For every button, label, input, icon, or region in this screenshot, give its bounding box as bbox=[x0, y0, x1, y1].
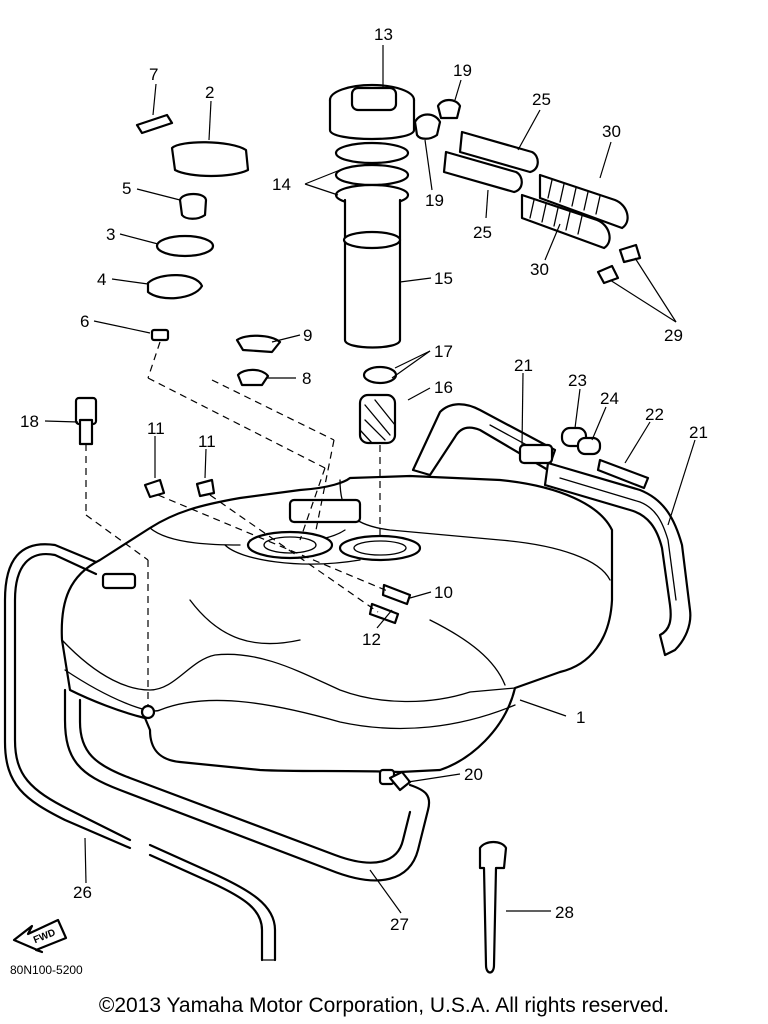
callout-20: 20 bbox=[464, 765, 483, 784]
callout-7: 7 bbox=[149, 65, 158, 84]
diagram-code: 80N100-5200 bbox=[10, 963, 83, 977]
callout-21b: 21 bbox=[689, 423, 708, 442]
callout-11b: 11 bbox=[198, 432, 216, 451]
callout-labels: 1 2 3 4 5 6 7 8 9 10 11 11 12 13 14 15 1… bbox=[20, 25, 708, 934]
callout-25b: 25 bbox=[473, 223, 492, 242]
callout-30b: 30 bbox=[530, 260, 549, 279]
callout-15: 15 bbox=[434, 269, 453, 288]
copyright-notice: ©2013 Yamaha Motor Corporation, U.S.A. A… bbox=[98, 994, 670, 1017]
callout-18: 18 bbox=[20, 412, 39, 431]
callout-16: 16 bbox=[434, 378, 453, 397]
hose-26 bbox=[3, 543, 277, 962]
callout-23: 23 bbox=[568, 371, 587, 390]
callout-11a: 11 bbox=[147, 419, 165, 438]
tank-strap-21 bbox=[411, 403, 692, 657]
callout-8: 8 bbox=[302, 369, 311, 388]
callout-19a: 19 bbox=[453, 61, 472, 80]
callout-28: 28 bbox=[555, 903, 574, 922]
callout-27: 27 bbox=[390, 915, 409, 934]
callout-29: 29 bbox=[664, 326, 683, 345]
callout-5: 5 bbox=[122, 179, 131, 198]
callout-4: 4 bbox=[97, 270, 106, 289]
callout-13: 13 bbox=[374, 25, 393, 44]
callout-30a: 30 bbox=[602, 122, 621, 141]
fuel-tank bbox=[60, 474, 614, 786]
callout-12: 12 bbox=[362, 630, 381, 649]
callout-24: 24 bbox=[600, 389, 619, 408]
hoses-25-30 bbox=[442, 130, 629, 250]
callout-10: 10 bbox=[434, 583, 453, 602]
callout-19b: 19 bbox=[425, 191, 444, 210]
callout-17: 17 bbox=[434, 342, 453, 361]
callout-2: 2 bbox=[205, 83, 214, 102]
callout-3: 3 bbox=[106, 225, 115, 244]
hose-27 bbox=[63, 688, 431, 882]
callout-25a: 25 bbox=[532, 90, 551, 109]
small-parts bbox=[74, 98, 650, 974]
callout-14: 14 bbox=[272, 175, 291, 194]
callout-22: 22 bbox=[645, 405, 664, 424]
leader-lines bbox=[44, 45, 696, 914]
callout-9: 9 bbox=[303, 326, 312, 345]
callout-1: 1 bbox=[576, 708, 585, 727]
callout-21a: 21 bbox=[514, 356, 533, 375]
fuel-pump-assembly bbox=[328, 83, 416, 445]
fwd-arrow-icon: FWD bbox=[12, 918, 68, 954]
callout-6: 6 bbox=[80, 312, 89, 331]
cap-parts bbox=[135, 113, 282, 387]
callout-26: 26 bbox=[73, 883, 92, 902]
